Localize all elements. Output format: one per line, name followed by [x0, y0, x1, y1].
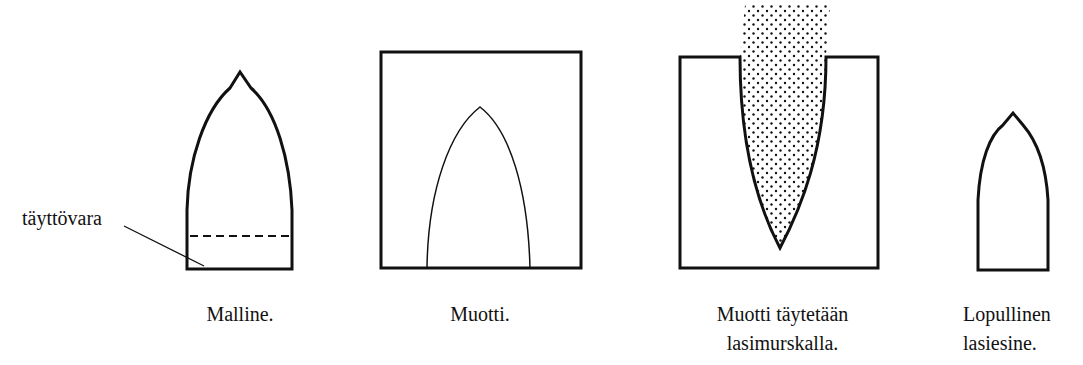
final-glass-object	[978, 113, 1048, 270]
caption: Malline.	[165, 300, 315, 329]
caption: Lopullinen lasiesine.	[963, 300, 1079, 358]
caption: Muotti.	[405, 300, 555, 329]
mould-block	[381, 52, 581, 268]
template-shape	[187, 72, 292, 269]
filling-allowance-line	[190, 235, 290, 237]
caption: Muotti täytetään lasimurskalla.	[690, 300, 875, 358]
glass-crush-fill	[740, 5, 830, 248]
leader-line	[124, 226, 204, 266]
mould-section	[680, 57, 878, 268]
mould-cavity	[427, 107, 530, 268]
part-label: täyttövara	[22, 204, 132, 233]
